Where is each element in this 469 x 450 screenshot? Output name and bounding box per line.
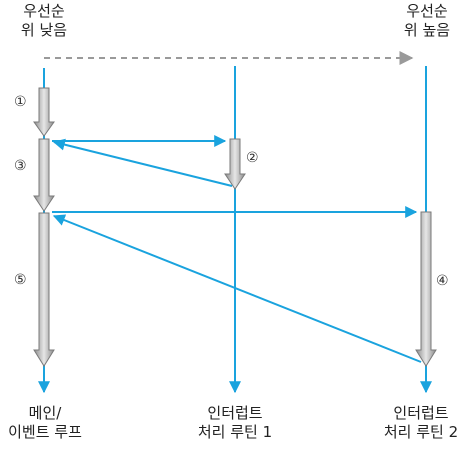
exec-bar-step1 xyxy=(33,87,55,137)
lane-main-line1: 메인/ xyxy=(28,404,62,422)
arrow-isr2-return-to-main xyxy=(52,214,422,363)
priority-high-label: 우선순 위 높음 xyxy=(389,2,465,40)
step-3-label: ③ xyxy=(14,158,27,174)
step-2-label: ② xyxy=(246,150,259,166)
lane-isr1-line1: 인터럽트 xyxy=(207,404,263,422)
priority-low-label: 우선순 위 낮음 xyxy=(8,2,80,40)
priority-high-line2: 위 높음 xyxy=(403,21,451,39)
lane-isr1-line2: 처리 루틴 1 xyxy=(197,423,273,441)
step-4-label: ④ xyxy=(436,273,449,289)
priority-high-line1: 우선순 xyxy=(406,2,448,20)
step-5-label: ⑤ xyxy=(14,272,27,288)
priority-low-line2: 위 낮음 xyxy=(20,21,68,39)
exec-bar-step3 xyxy=(33,138,55,212)
step-1-label: ① xyxy=(14,94,27,110)
lane-isr2-line2: 처리 루틴 2 xyxy=(383,423,459,441)
lane-isr1-label: 인터럽트 처리 루틴 1 xyxy=(185,404,285,442)
priority-low-line1: 우선순 xyxy=(23,2,65,20)
exec-bar-step2 xyxy=(224,138,246,190)
lane-main-line2: 이벤트 루프 xyxy=(8,423,82,441)
arrow-isr1-return-to-main xyxy=(52,138,233,187)
lane-isr2-label: 인터럽트 처리 루틴 2 xyxy=(373,404,469,442)
exec-bar-step5 xyxy=(33,212,55,367)
lane-main-label: 메인/ 이벤트 루프 xyxy=(0,404,90,442)
lane-isr2-line1: 인터럽트 xyxy=(393,404,449,422)
exec-bar-step4 xyxy=(415,211,437,367)
